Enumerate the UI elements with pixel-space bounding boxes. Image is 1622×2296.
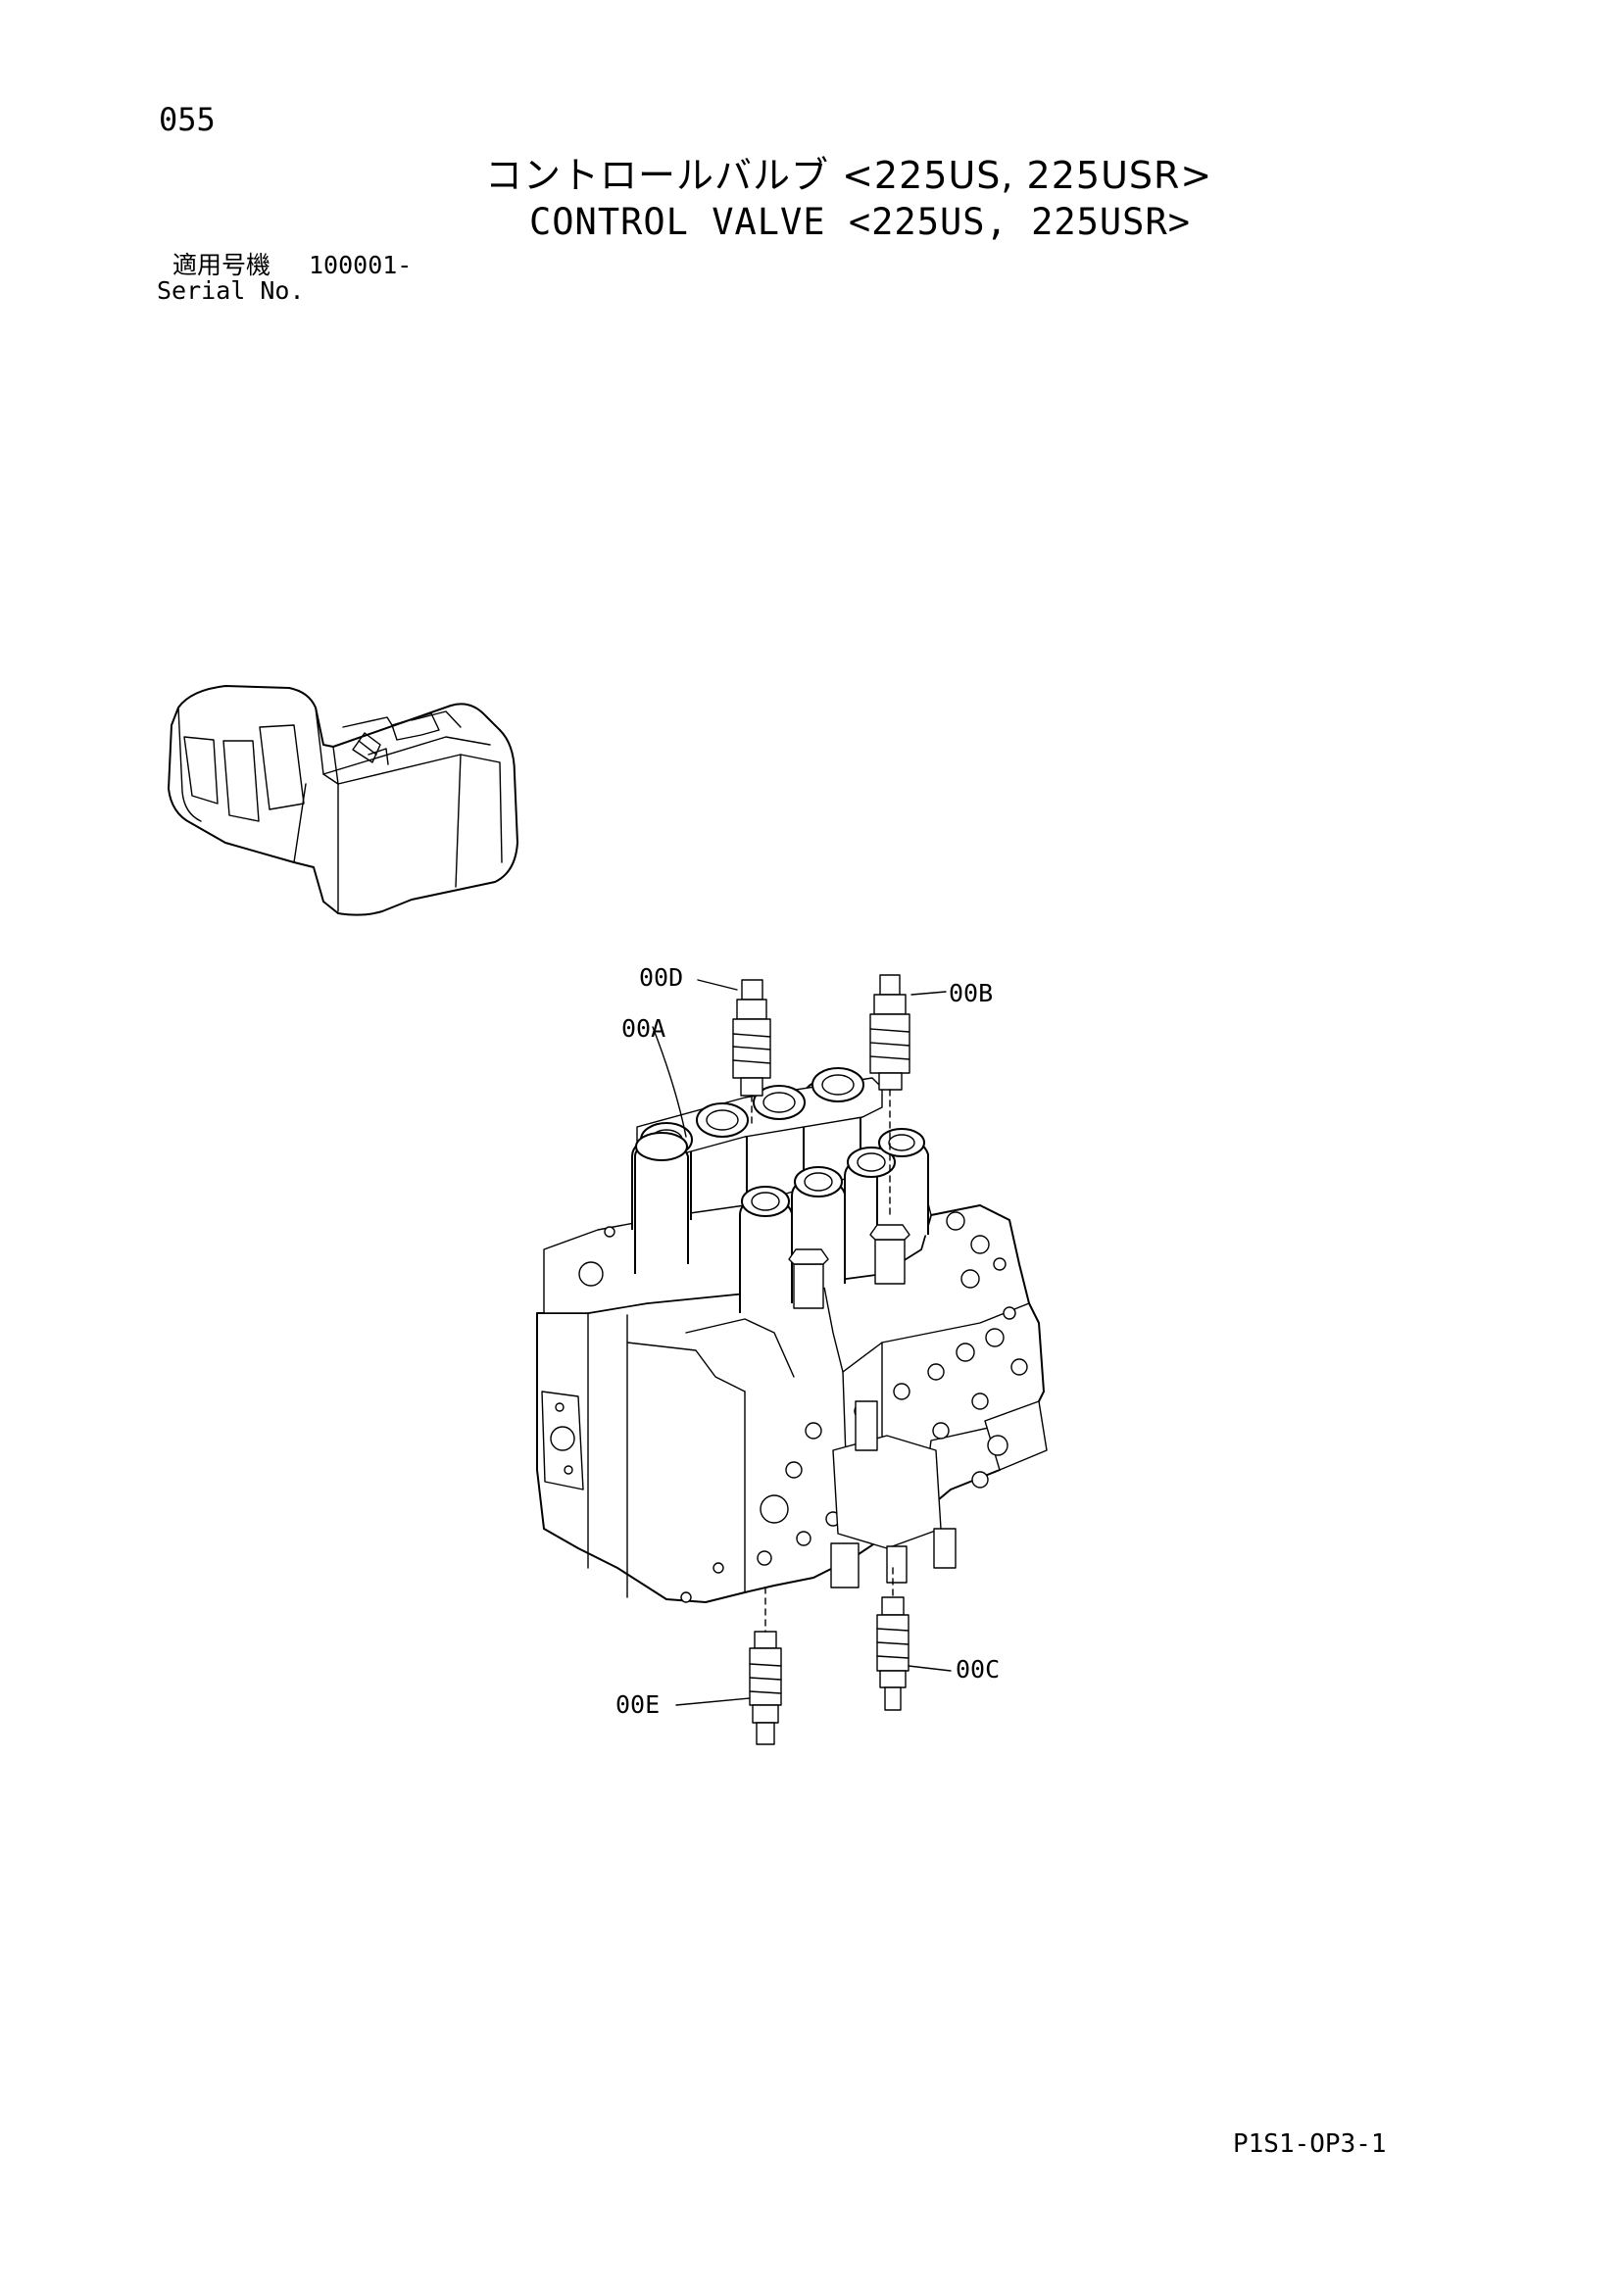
page-title-japanese: コントロールバルブ <225US, 225USR> (485, 154, 1213, 197)
leader-line-00A (652, 1026, 687, 1138)
valve-cartridge-00D (732, 979, 771, 1097)
serial-label-english: Serial No. (157, 276, 305, 305)
leader-line-00B (910, 991, 947, 996)
valve-cartridge-00B (869, 974, 910, 1091)
control-valve-assembly (536, 1067, 1048, 1603)
valve-cartridge-00C (876, 1596, 909, 1711)
page-number: 055 (159, 101, 216, 138)
serial-label-japanese: 適用号機 (172, 251, 271, 279)
leader-line-00E (675, 1697, 751, 1706)
valve-cartridge-00E (749, 1631, 782, 1745)
page-title-english: CONTROL VALVE <225US, 225USR> (529, 201, 1192, 243)
leader-line-00C (908, 1665, 952, 1672)
callout-00C: 00C (956, 1655, 1000, 1684)
callout-00D: 00D (639, 963, 683, 992)
callout-00E: 00E (615, 1690, 660, 1719)
callout-00B: 00B (949, 979, 993, 1007)
page-code: P1S1-OP3-1 (1233, 2129, 1387, 2159)
callout-00A: 00A (621, 1014, 665, 1043)
leader-line-00D (697, 979, 738, 991)
excavator-location-icon (168, 685, 518, 916)
serial-number-range: 100001- (309, 251, 413, 279)
